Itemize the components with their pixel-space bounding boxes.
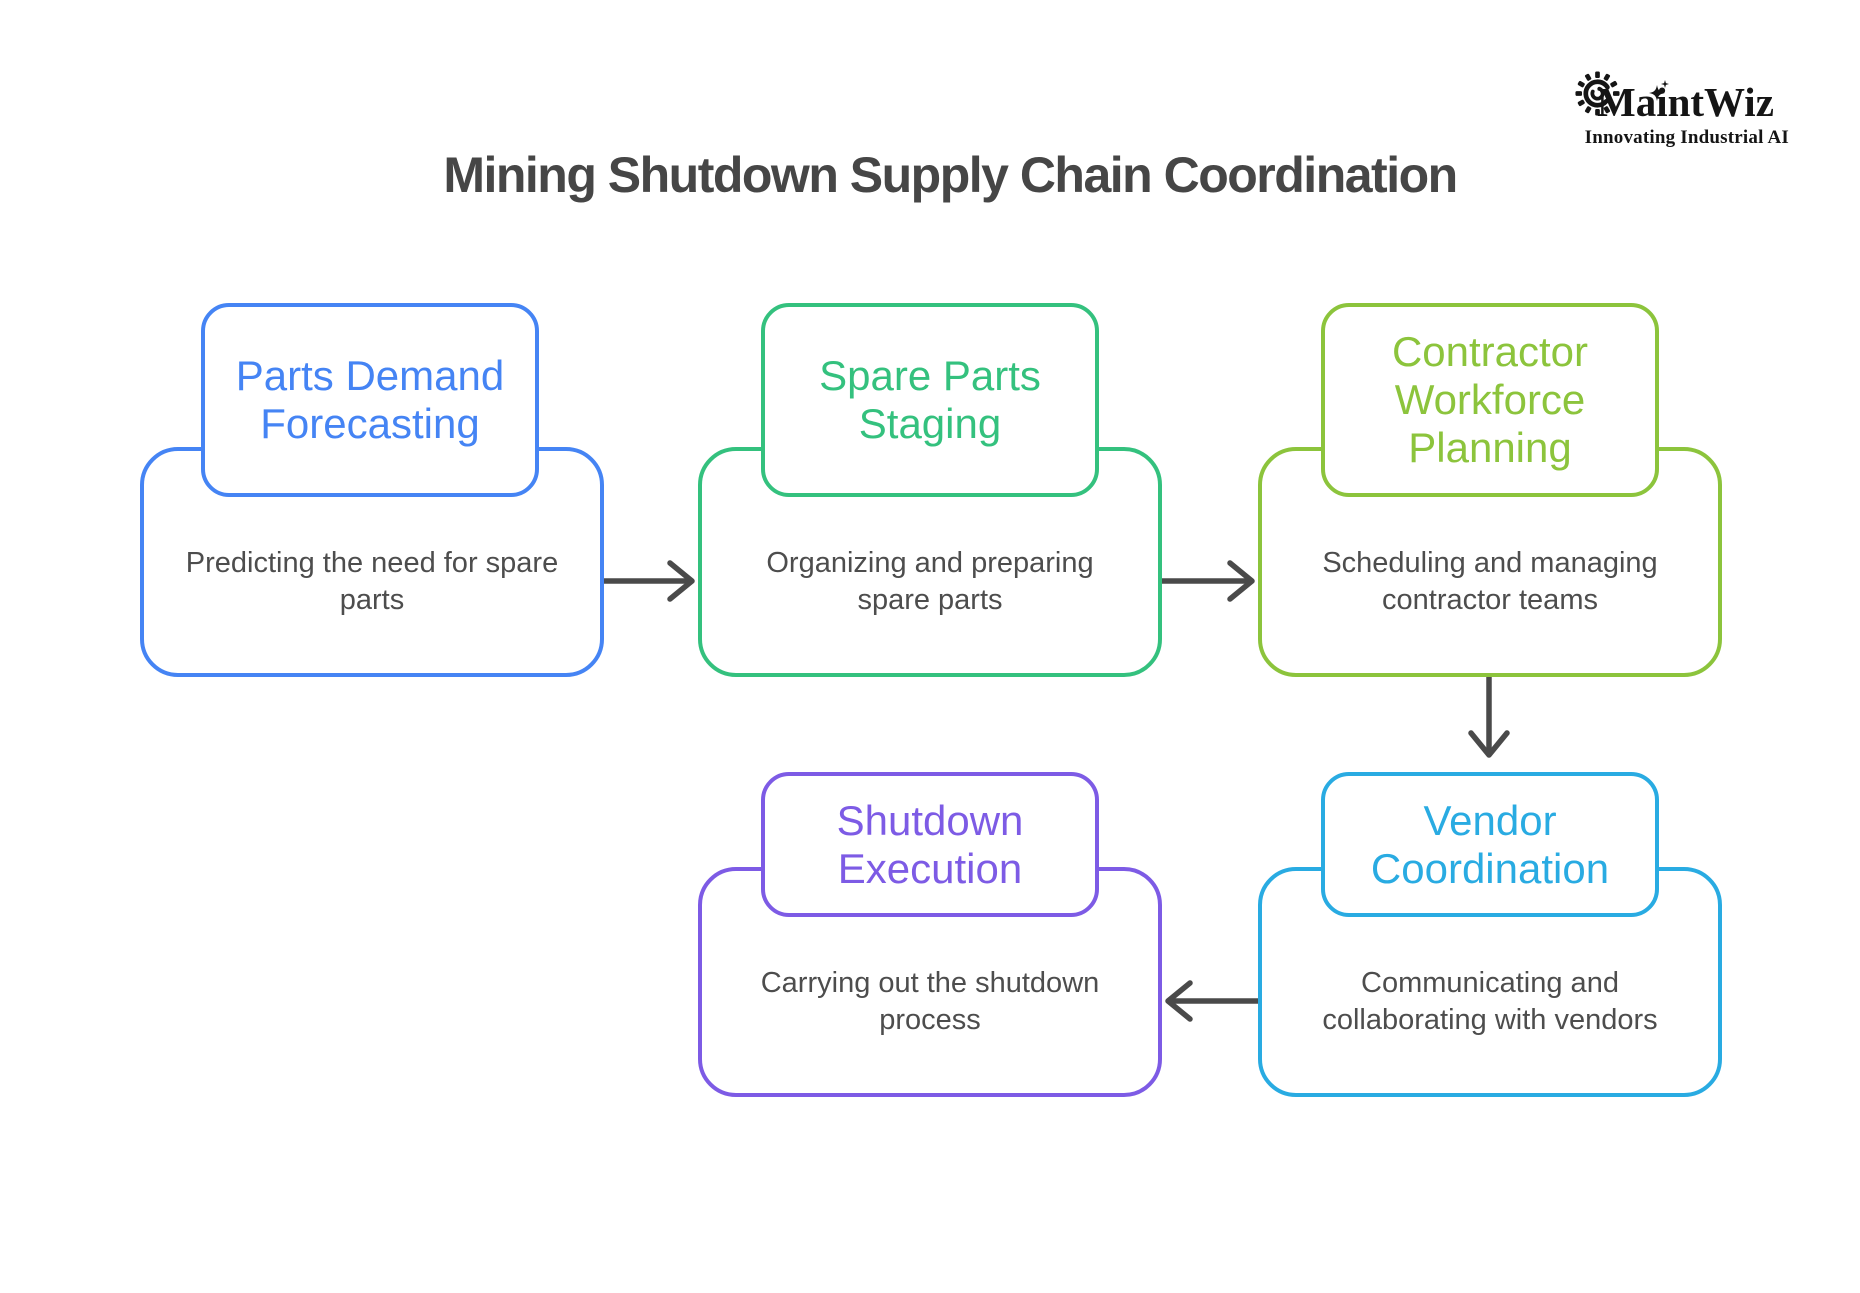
page-title: Mining Shutdown Supply Chain Coordinatio…	[443, 147, 1458, 203]
arrow-head-left-icon	[1165, 980, 1193, 1022]
stage-title: Contractor Workforce Planning	[1391, 328, 1589, 471]
logo-wordmark: MaintWiz	[1597, 79, 1774, 125]
stage-description: Communicating and collaborating with ven…	[1322, 967, 1658, 1036]
stage-title-box: Spare Parts Staging	[761, 303, 1099, 497]
stage-description: Scheduling and managing contractor teams	[1322, 547, 1658, 616]
logo-tagline: Innovating Industrial AI	[1584, 127, 1789, 148]
stage-title: Shutdown Execution	[836, 796, 1024, 892]
arrow-head-right-icon	[1227, 560, 1255, 602]
arrow-head-right-icon	[667, 560, 695, 602]
gear-teeth	[1575, 71, 1620, 116]
gear-icon	[1575, 71, 1620, 116]
maintwiz-logo: MaintWiz Innovating Industrial AI	[1575, 64, 1791, 156]
stage-title-box: Shutdown Execution	[761, 772, 1099, 917]
stage-body-box: Communicating and collaborating with ven…	[1258, 867, 1722, 1097]
stage-body-box: Predicting the need for spare parts	[140, 447, 604, 677]
stage-body-box: Organizing and preparing spare parts	[698, 447, 1162, 677]
stage-title: Spare Parts Staging	[819, 352, 1041, 447]
sparkle-icon	[1649, 80, 1669, 101]
stage-title-box: Parts Demand Forecasting	[201, 303, 539, 497]
stage-body-box: Carrying out the shutdown process	[698, 867, 1162, 1097]
stage-title-box: Contractor Workforce Planning	[1321, 303, 1659, 497]
stage-description: Organizing and preparing spare parts	[766, 547, 1094, 616]
stage-description: Predicting the need for spare parts	[185, 547, 559, 616]
stage-description: Carrying out the shutdown process	[760, 967, 1100, 1036]
gear-inner-curl	[1590, 86, 1605, 101]
gear-ring	[1583, 79, 1612, 108]
stage-body-box: Scheduling and managing contractor teams	[1258, 447, 1722, 677]
stage-title: Parts Demand Forecasting	[235, 352, 505, 447]
stage-title: Vendor Coordination	[1370, 796, 1610, 892]
stage-title-box: Vendor Coordination	[1321, 772, 1659, 917]
arrow-head-down-icon	[1468, 730, 1510, 758]
